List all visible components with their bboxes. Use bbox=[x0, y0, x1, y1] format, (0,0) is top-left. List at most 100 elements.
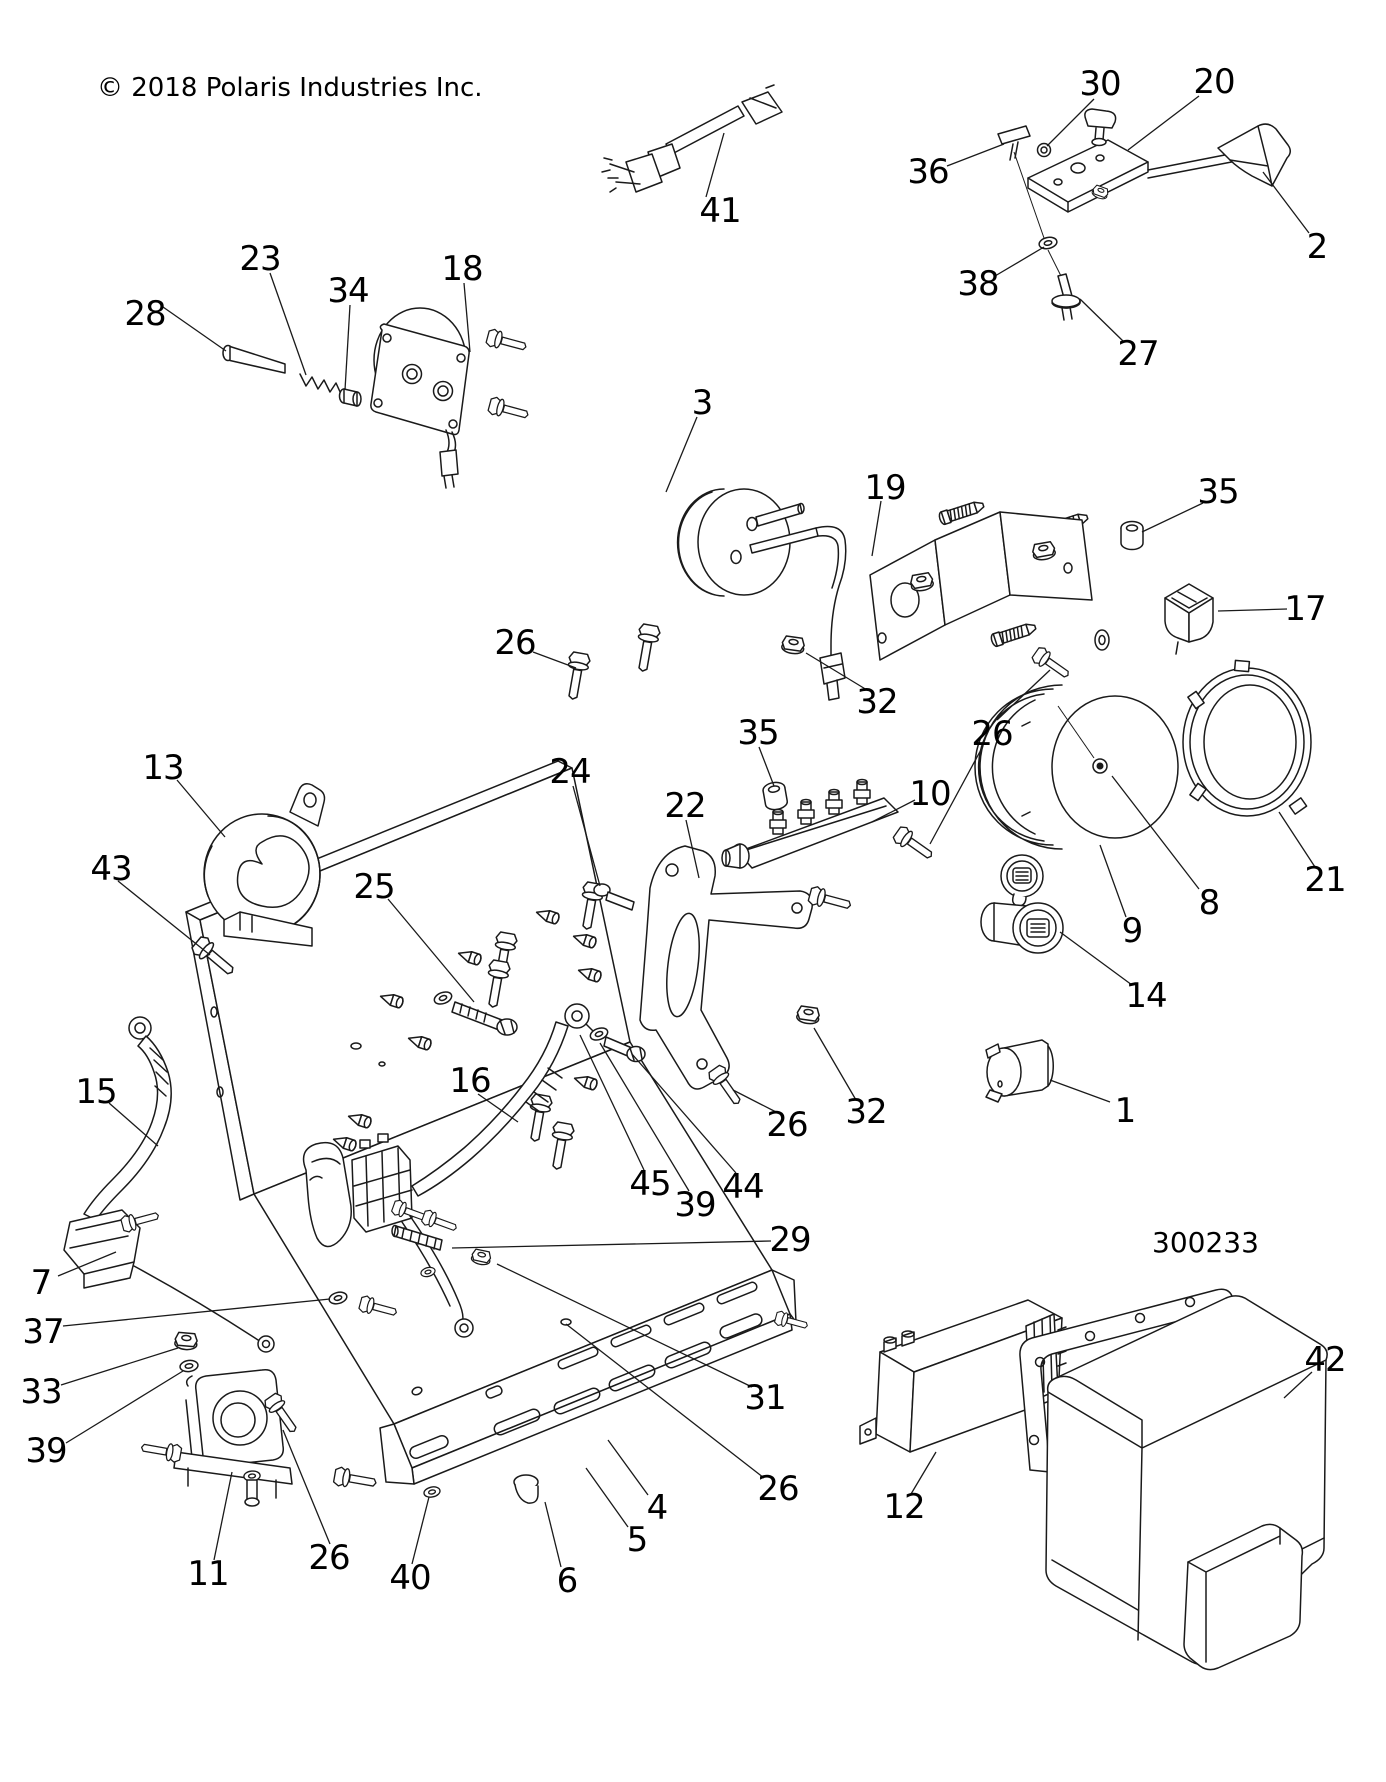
callout-42-51: 42 bbox=[1304, 1340, 1345, 1380]
flag-pin bbox=[997, 125, 1031, 161]
washer bbox=[1094, 629, 1110, 651]
callout-36-1: 36 bbox=[907, 152, 948, 192]
callout-3-11: 3 bbox=[692, 383, 713, 423]
leader-line bbox=[1099, 844, 1127, 918]
leader-line bbox=[496, 1263, 753, 1388]
leader-line bbox=[572, 785, 601, 887]
leader-line bbox=[477, 1093, 519, 1123]
leader-line bbox=[117, 880, 211, 956]
leader-line bbox=[946, 143, 1005, 167]
meter-wire bbox=[439, 429, 459, 489]
leader-line bbox=[929, 745, 984, 845]
callout-2-4: 2 bbox=[1307, 227, 1328, 267]
leader-line bbox=[162, 306, 227, 352]
alarm-mount-stud bbox=[242, 1469, 262, 1507]
leader-line bbox=[60, 1347, 179, 1386]
hour-meter bbox=[370, 307, 531, 436]
usb-socket bbox=[980, 902, 1064, 954]
callout-30-2: 30 bbox=[1079, 64, 1120, 104]
callout-14-28: 14 bbox=[1125, 976, 1166, 1016]
callout-31-49: 31 bbox=[744, 1378, 785, 1418]
leader-line bbox=[532, 651, 577, 669]
callout-26-15: 26 bbox=[494, 623, 535, 663]
power-cord bbox=[601, 84, 783, 193]
callout-21-26: 21 bbox=[1304, 860, 1345, 900]
callout-24-21: 24 bbox=[549, 752, 590, 792]
leader-line bbox=[1278, 811, 1316, 868]
horn bbox=[203, 783, 326, 947]
callout-35-18: 35 bbox=[737, 713, 778, 753]
wing-knob bbox=[1084, 108, 1117, 147]
leader-line bbox=[451, 1240, 772, 1249]
leader-line bbox=[685, 819, 700, 879]
callout-11-42: 11 bbox=[187, 1554, 228, 1594]
channel-slots bbox=[409, 1281, 763, 1459]
leader-line bbox=[996, 669, 1051, 721]
callout-44-36: 44 bbox=[722, 1167, 763, 1207]
leader-line bbox=[269, 272, 307, 376]
leader-line bbox=[805, 652, 868, 691]
headlight-bezel bbox=[1182, 659, 1312, 817]
ground-cable bbox=[411, 1021, 569, 1197]
callout-32-16: 32 bbox=[856, 682, 897, 722]
leader-line bbox=[1111, 775, 1200, 890]
callout-45-34: 45 bbox=[629, 1164, 670, 1204]
callout-12-50: 12 bbox=[883, 1487, 924, 1527]
leader-line bbox=[1283, 1371, 1313, 1399]
cotter-pin bbox=[222, 344, 286, 374]
leader-line bbox=[1049, 1079, 1111, 1103]
leader-line bbox=[1262, 171, 1310, 234]
callout-5-46: 5 bbox=[627, 1520, 648, 1560]
callout-39-41: 39 bbox=[25, 1431, 66, 1471]
callout-37-39: 37 bbox=[22, 1312, 63, 1352]
callout-13-22: 13 bbox=[142, 748, 183, 788]
leader-line bbox=[387, 898, 475, 1003]
bushing-nut-lower bbox=[762, 781, 788, 811]
callout-38-5: 38 bbox=[957, 264, 998, 304]
leader-line bbox=[463, 282, 471, 353]
leader-line bbox=[108, 1102, 159, 1147]
lamp-bracket bbox=[869, 511, 1093, 661]
backup-alarm bbox=[139, 1368, 293, 1507]
leader-line bbox=[732, 1089, 779, 1114]
callout-29-37: 29 bbox=[769, 1220, 810, 1260]
headlight-housing bbox=[974, 684, 1179, 850]
horn-tab bbox=[289, 783, 326, 827]
leader-line bbox=[579, 1034, 645, 1171]
callout-20-3: 20 bbox=[1193, 62, 1234, 102]
callout-17-14: 17 bbox=[1284, 589, 1325, 629]
callout-26-48: 26 bbox=[757, 1469, 798, 1509]
leader-line bbox=[65, 1370, 184, 1444]
callout-10-19: 10 bbox=[909, 774, 950, 814]
spring bbox=[299, 373, 342, 395]
switch-assembly bbox=[997, 108, 1291, 321]
copyright-text: © 2018 Polaris Industries Inc. bbox=[97, 73, 483, 103]
main-panel bbox=[185, 760, 810, 1485]
callout-40-44: 40 bbox=[389, 1558, 430, 1598]
callout-9-27: 9 bbox=[1122, 911, 1143, 951]
callout-39-35: 39 bbox=[674, 1185, 715, 1225]
callout-23-8: 23 bbox=[239, 239, 280, 279]
callout-26-32: 26 bbox=[766, 1105, 807, 1145]
callout-7-38: 7 bbox=[31, 1263, 52, 1303]
cover-foot bbox=[1183, 1523, 1304, 1671]
terminal-posts bbox=[769, 778, 871, 835]
diagram-number: 300233 bbox=[1152, 1226, 1259, 1259]
callout-18-10: 18 bbox=[441, 249, 482, 289]
leader-line bbox=[631, 1053, 737, 1174]
leader-line bbox=[62, 1298, 331, 1327]
block-end-lug bbox=[721, 843, 750, 869]
callout-19-12: 19 bbox=[864, 468, 905, 508]
cover-body bbox=[1045, 1295, 1328, 1671]
loose-fasteners bbox=[189, 622, 662, 1036]
ecu-cover bbox=[1019, 1288, 1328, 1671]
turn-signal-lamp bbox=[676, 488, 847, 701]
terminal-bolt bbox=[603, 1036, 646, 1063]
battery-cable bbox=[63, 1016, 275, 1353]
hour-meter-assembly bbox=[222, 307, 531, 489]
leader-line bbox=[599, 1042, 690, 1192]
rocker-switch bbox=[1164, 583, 1214, 655]
shoulder-screw bbox=[1051, 273, 1081, 321]
